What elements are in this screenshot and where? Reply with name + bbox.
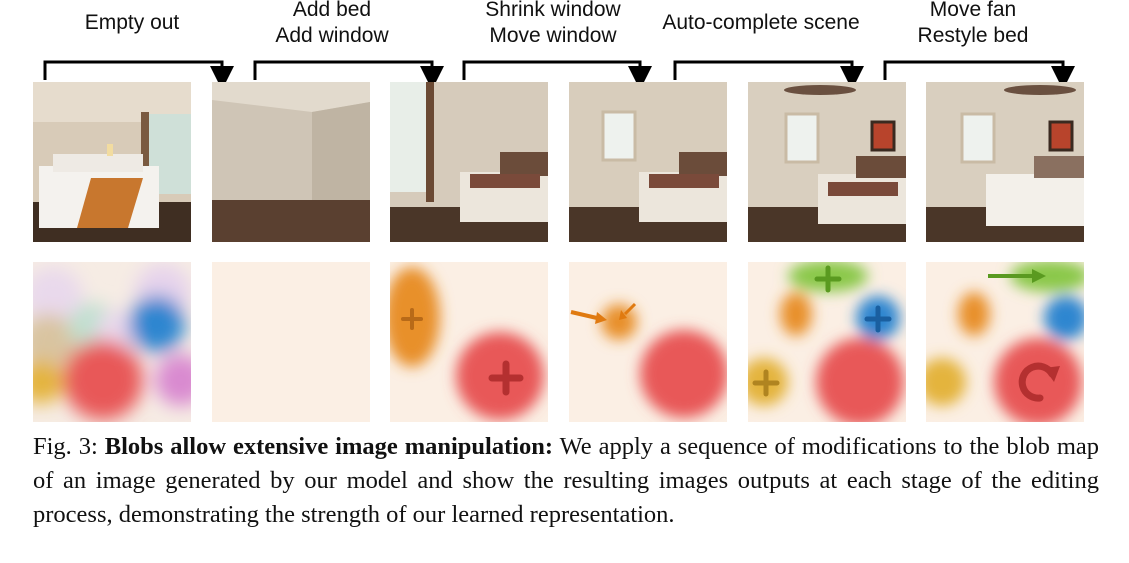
step-label-5-line1: Move fan (929, 0, 1017, 21)
step-brackets (43, 60, 1075, 90)
arrow-right-icon (988, 269, 1046, 283)
blob-panel-3 (390, 262, 548, 422)
blob-panel-6 (926, 262, 1084, 422)
image-panel-5 (748, 82, 906, 242)
plus-icon (488, 360, 524, 396)
shrink-arrows-icon (619, 302, 637, 320)
bracket-arrow-2 (253, 60, 444, 90)
step-label-2-line1: Add bed (292, 0, 372, 21)
bracket-arrow-4 (673, 60, 864, 90)
plus-icon (752, 369, 780, 397)
blob-panel-5 (748, 262, 906, 422)
step-label-3-line2: Move window (489, 24, 617, 47)
step-label-1-line1: Empty out (84, 11, 180, 34)
plus-icon (864, 305, 892, 333)
rotate-icon (1018, 362, 1056, 402)
step-label-4-line1: Auto-complete scene (662, 11, 860, 34)
bracket-arrow-5 (883, 60, 1075, 90)
figure-label: Fig. 3: (33, 433, 98, 460)
figure-caption: Fig. 3: Blobs allow extensive image mani… (33, 430, 1099, 532)
caption-text: We apply a sequence of modifications to … (33, 433, 1100, 528)
image-panel-3 (390, 82, 548, 242)
rotate-arrowhead-icon (1044, 366, 1060, 382)
step-label-2-line2: Add window (275, 24, 389, 47)
step-label-5-line2: Restyle bed (917, 24, 1029, 47)
blob-panel-4 (569, 262, 727, 422)
image-panel-4 (569, 82, 727, 242)
step-label-1: Empty out (62, 10, 202, 36)
blob-panel-1 (33, 262, 191, 422)
plus-icon (814, 265, 842, 293)
image-panel-6 (926, 82, 1084, 242)
bracket-arrow-1 (43, 60, 234, 90)
caption-bold-lead: Blobs allow extensive image manipulation… (104, 433, 554, 460)
step-label-3-line1: Shrink window (485, 0, 621, 21)
blob-panel-2 (212, 262, 370, 422)
image-panel-2 (212, 82, 370, 242)
bracket-arrow-3 (462, 60, 652, 90)
step-label-3: Shrink window Move window (468, 0, 638, 49)
step-label-5: Move fan Restyle bed (903, 0, 1043, 49)
image-panel-1 (33, 82, 191, 242)
plus-icon (401, 308, 423, 330)
arrow-right-icon (570, 310, 607, 324)
step-label-2: Add bed Add window (262, 0, 402, 49)
step-label-4: Auto-complete scene (650, 10, 872, 36)
